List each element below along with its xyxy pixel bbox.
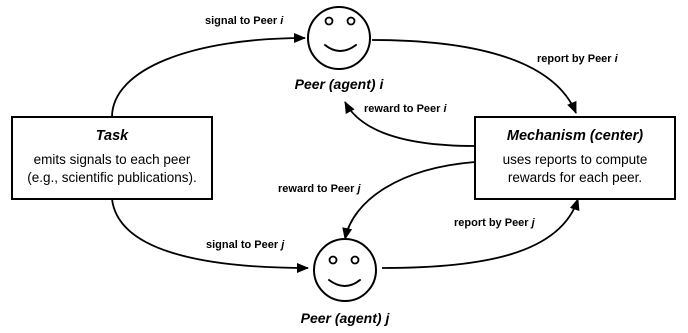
peer-i-label: Peer (agent) i xyxy=(295,76,385,92)
mechanism-title: Mechanism (center) xyxy=(507,128,643,144)
signal-to-peer-i-arrow xyxy=(111,33,306,118)
mechanism-node: Mechanism (center) uses reports to compu… xyxy=(474,116,676,200)
task-description-line-2: (e.g., scientific publications). xyxy=(27,170,197,185)
task-node: Task emits signals to each peer (e.g., s… xyxy=(11,116,213,200)
mechanism-description-line-1: uses reports to compute xyxy=(503,152,648,167)
reward-to-peer-i-arrow xyxy=(344,101,476,147)
peer-j-label: Peer (agent) j xyxy=(301,310,391,326)
task-title: Task xyxy=(96,128,129,144)
report-by-peer-i-arrow xyxy=(371,39,577,114)
signal-to-peer-j-arrow xyxy=(111,198,309,273)
report-by-peer-j-label: report by Peer j xyxy=(454,217,536,229)
peer-j-node: Peer (agent) j xyxy=(301,238,391,326)
mechanism-description-line-2: rewards for each peer. xyxy=(508,170,642,185)
task-description-line-1: emits signals to each peer xyxy=(34,152,191,167)
smiley-face-icon xyxy=(313,238,377,302)
report-by-peer-j-arrow xyxy=(381,198,580,269)
reward-to-peer-j-arrow xyxy=(342,161,476,240)
peer-i-node: Peer (agent) i xyxy=(295,6,385,92)
report-by-peer-i-label: report by Peer i xyxy=(537,53,619,65)
reward-to-peer-i-label: reward to Peer i xyxy=(364,103,447,115)
signal-to-peer-j-label: signal to Peer j xyxy=(206,239,285,251)
smiley-face-icon xyxy=(307,6,371,70)
reward-to-peer-j-label: reward to Peer j xyxy=(278,183,361,195)
signal-to-peer-i-label: signal to Peer i xyxy=(205,15,284,27)
